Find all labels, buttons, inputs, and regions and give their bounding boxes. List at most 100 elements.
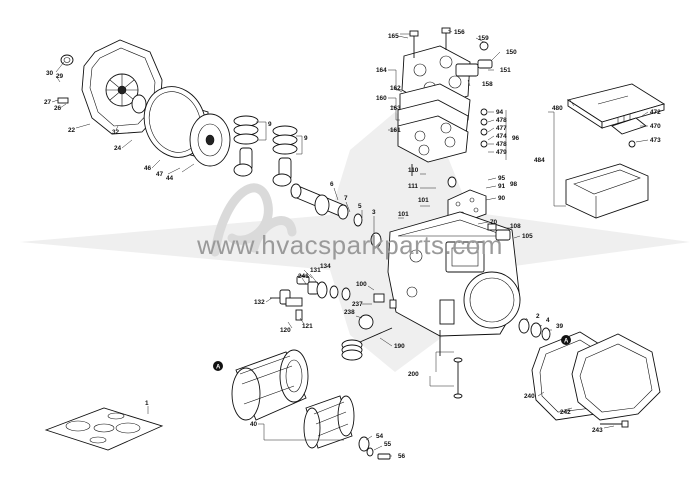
callout-1: 1 (145, 400, 149, 407)
cylinder-head-stack (397, 45, 471, 163)
callout-237: 237 (352, 301, 363, 308)
callout-32: 32 (112, 129, 120, 136)
connecting-rods (233, 147, 292, 187)
callout-121: 121 (302, 323, 313, 330)
callout-46: 46 (144, 165, 152, 172)
motor-rotor (303, 395, 355, 449)
callout-132: 132 (254, 299, 265, 306)
callout-54: 54 (376, 433, 384, 440)
callout-120: 120 (280, 327, 291, 334)
callout-156: 156 (454, 29, 465, 36)
callout-480: 480 (552, 105, 563, 112)
callout-165: 165 (388, 33, 399, 40)
callout-163: 163 (390, 105, 401, 112)
callout-111: 111 (408, 183, 418, 190)
cover-seals (518, 318, 629, 428)
callout-105: 105 (522, 233, 533, 240)
callout-40: 40 (250, 421, 258, 428)
leader-lines (51, 29, 649, 457)
crankcase-housing (387, 211, 521, 337)
motor-end-cover-242 (571, 333, 661, 421)
motor-stator (231, 349, 309, 421)
callout-47: 47 (156, 171, 164, 178)
callout-470: 470 (650, 123, 661, 130)
callout-131: 131 (310, 267, 321, 274)
callout-39: 39 (556, 323, 564, 330)
callout-27: 27 (44, 99, 52, 106)
callout-484: 484 (534, 157, 545, 164)
callout-158: 158 (482, 81, 493, 88)
rotor-washers (358, 436, 391, 460)
callout-3: 3 (372, 209, 376, 216)
callout-477: 477 (496, 125, 507, 132)
callout-56: 56 (398, 453, 406, 460)
callout-22: 22 (68, 127, 76, 134)
callout-110: 110 (408, 167, 419, 174)
callout-101: 101 (398, 211, 409, 218)
piston-rings (233, 115, 298, 155)
callout-241: 241 (298, 273, 309, 280)
callout-243: 243 (592, 427, 603, 434)
callout-55: 55 (384, 441, 392, 448)
callout-2: 2 (536, 313, 540, 320)
terminal-box-base (565, 163, 649, 219)
callout-162: 162 (390, 85, 401, 92)
callout-478a: 478 (496, 117, 507, 124)
bearing-bushings (353, 213, 382, 248)
sight-glass-105 (487, 223, 511, 241)
callout-238: 238 (344, 309, 355, 316)
callout-160: 160 (376, 95, 387, 102)
callout-44: 44 (166, 175, 174, 182)
relief-valve-120 (270, 289, 303, 321)
crankshaft (290, 183, 349, 220)
callout-200: 200 (408, 371, 419, 378)
head-bolts (409, 27, 451, 176)
oil-strainer-100 (358, 293, 397, 330)
callout-95: 95 (498, 175, 506, 182)
stud-200 (439, 330, 463, 399)
callout-9a: 9 (268, 121, 272, 128)
callout-96: 96 (512, 135, 520, 142)
callout-134: 134 (320, 263, 331, 270)
callout-108: 108 (510, 223, 521, 230)
watermark-logo (20, 112, 690, 372)
callout-29: 29 (56, 73, 64, 80)
callout-labels: 30 29 27 26 22 32 24 46 47 44 9 9 6 7 5 … (44, 29, 661, 460)
callout-90: 90 (498, 195, 506, 202)
callout-100: 100 (356, 281, 367, 288)
gasket-set-1 (44, 407, 164, 451)
callout-473: 473 (650, 137, 661, 144)
callout-26: 26 (54, 105, 62, 112)
reference-marker-a-housing: A (561, 335, 571, 345)
reference-marker-a-motor: A (213, 361, 223, 371)
callout-9b: 9 (304, 135, 308, 142)
callout-161: 161 (390, 127, 401, 134)
callout-151: 151 (500, 67, 511, 74)
terminal-box-cover (566, 83, 666, 129)
callout-478b: 478 (496, 141, 507, 148)
oil-fittings (447, 108, 488, 188)
callout-7: 7 (344, 195, 348, 202)
callout-190: 190 (394, 343, 405, 350)
callout-6: 6 (330, 181, 334, 188)
service-valve-150 (455, 41, 493, 77)
callout-242: 242 (560, 409, 571, 416)
callout-4: 4 (546, 317, 550, 324)
callout-472: 472 (650, 109, 661, 116)
callout-240: 240 (524, 393, 535, 400)
oil-heater-190 (341, 327, 393, 361)
svg-text:A: A (564, 339, 569, 345)
callout-474: 474 (496, 133, 507, 140)
callout-100-top: 101 (418, 197, 429, 204)
callout-24: 24 (114, 145, 122, 152)
oil-pump-assembly (189, 113, 231, 167)
watermark-url: www.hvacsparkparts.com (196, 230, 503, 260)
unloader-assembly-130 (296, 275, 351, 301)
callout-70: 70 (490, 219, 498, 226)
callout-150: 150 (506, 49, 517, 56)
callout-94: 94 (496, 109, 504, 116)
callout-164: 164 (376, 67, 387, 74)
callout-98: 98 (510, 181, 518, 188)
